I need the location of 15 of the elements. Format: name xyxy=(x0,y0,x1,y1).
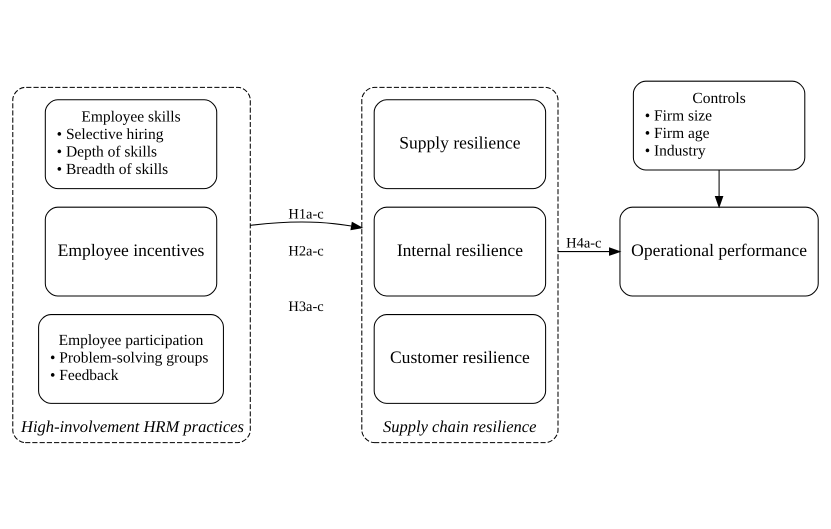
edge-label: H4a-c xyxy=(566,235,602,252)
edge-label: H1a-c xyxy=(288,206,324,222)
node-box: Operational performance xyxy=(619,206,819,296)
node-box: Controls • Firm size • Firm age • Industry xyxy=(632,80,806,170)
node-box: Customer resilience xyxy=(374,314,546,404)
arrow xyxy=(714,170,724,208)
label: H3a-c xyxy=(288,298,324,315)
arrow xyxy=(250,221,364,230)
node-box: Employee incentives xyxy=(44,206,218,296)
label: H2a-c xyxy=(288,242,324,259)
node-box: Employee participation • Problem-solving groups • Feedback xyxy=(38,314,224,404)
arrow xyxy=(558,246,622,256)
node-box: Employee skills • Selective hiring • Depth of skills • Breadth of skills xyxy=(44,98,218,189)
node-box: Internal resilience xyxy=(374,206,546,296)
node-box: Supply resilience xyxy=(374,98,546,189)
